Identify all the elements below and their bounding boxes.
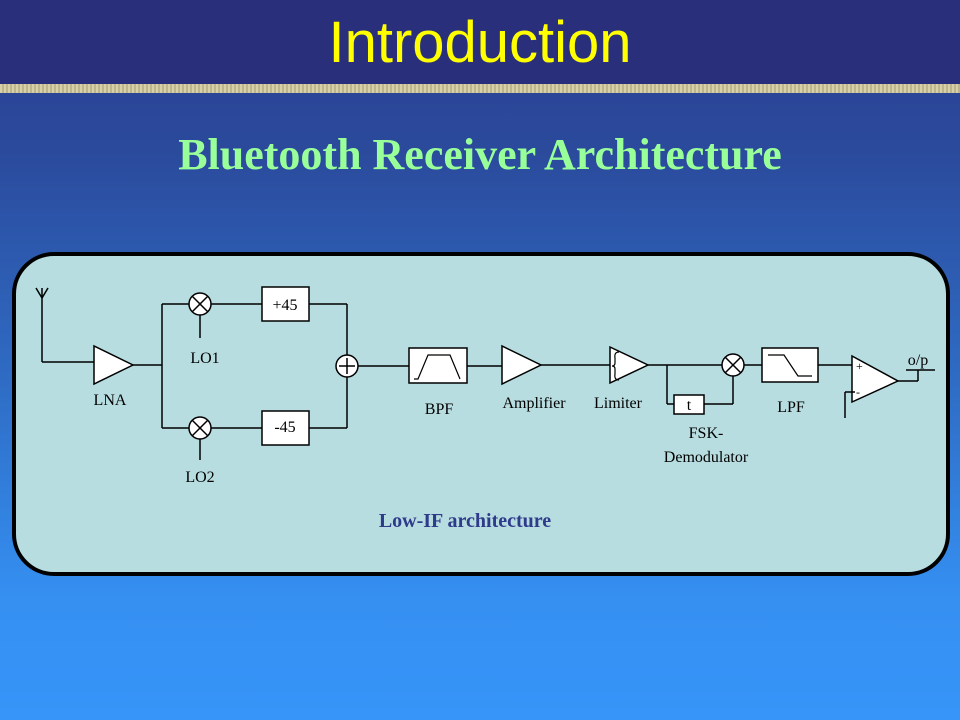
amplifier [501,344,543,386]
bpf-block [408,347,468,384]
limiter [609,345,650,385]
lo2-label: LO2 [185,469,214,486]
diagram-panel [12,252,950,576]
lpf-icon [768,354,812,377]
mixer-lo1 [188,292,212,316]
plus45-label: +45 [272,297,297,314]
summer-node [335,354,359,378]
demod-mixer [721,353,745,377]
slide-title: Introduction [328,10,632,75]
lpf-label: LPF [777,399,805,416]
lna-label: LNA [94,392,127,409]
limiter-icon [611,351,620,381]
lo1-label: LO1 [190,350,219,367]
bpf-icon [414,354,461,380]
demod-label-line1: FSK- [689,425,724,442]
amplifier-label: Amplifier [502,395,566,412]
title-bar [0,0,960,84]
demod-label-line2: Demodulator [664,449,749,466]
slide-subtitle: Bluetooth Receiver Architecture [178,130,782,179]
antenna-icon [35,287,94,363]
diagram-caption: Low-IF architecture [378,510,552,532]
limiter-label: Limiter [594,395,643,412]
comparator-plus: + [856,359,863,373]
lna-amplifier [93,344,135,386]
phase-shift-plus45 [261,286,310,322]
title-rule [0,84,960,93]
delay-label: t [687,397,692,414]
comparator [851,354,900,404]
output-label: o/p [908,352,928,369]
phase-shift-minus45 [261,410,310,446]
comparator-minus: - [856,385,860,399]
bpf-label: BPF [425,401,454,418]
minus45-label: -45 [274,419,295,436]
mixer-lo2 [188,416,212,440]
